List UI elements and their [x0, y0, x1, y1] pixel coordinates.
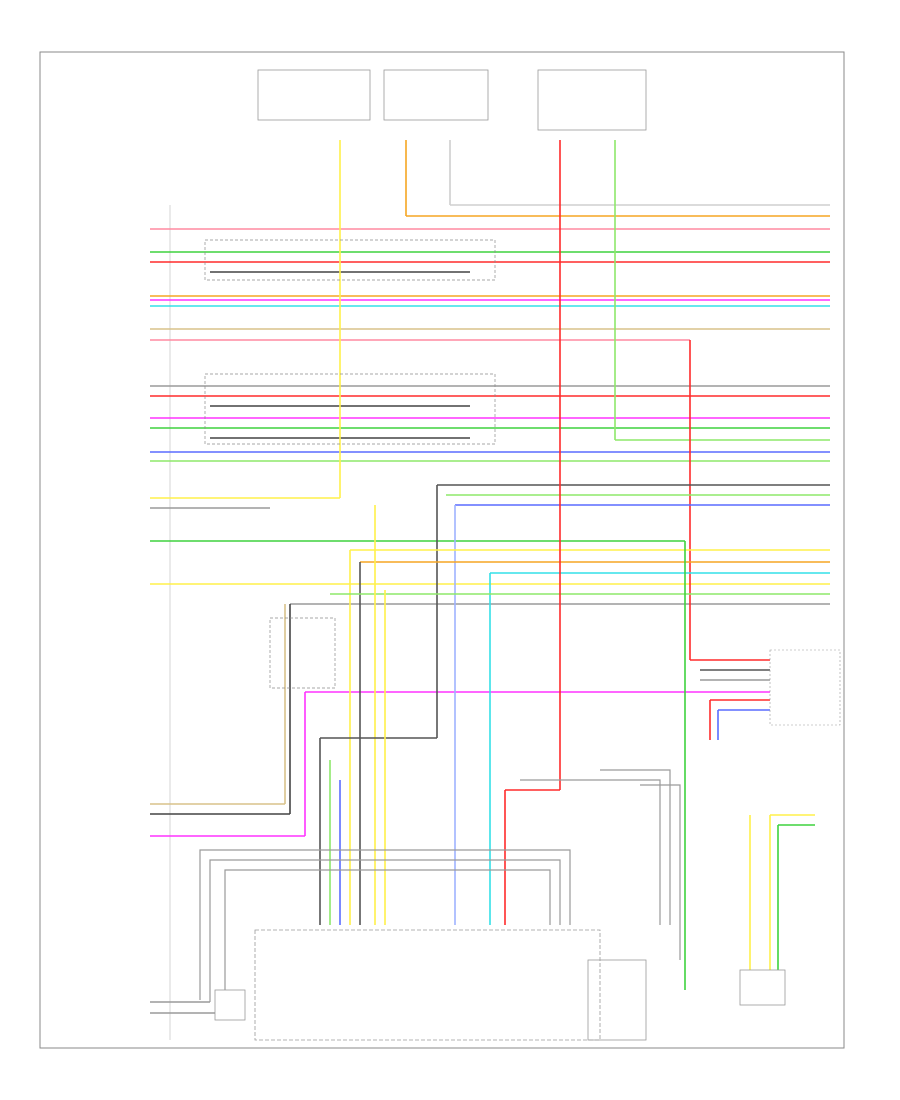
right-wires: [330, 140, 830, 990]
fuse-block-top: [257, 69, 647, 131]
main-module: [254, 929, 601, 1041]
right-connector: [769, 649, 841, 726]
fuse-box-1: [257, 69, 371, 121]
bottom-right-component: [739, 969, 786, 1006]
fuse-box-2: [383, 69, 489, 121]
bottom-harness: [199, 769, 681, 1002]
sub-module: [587, 959, 647, 1041]
vertical-wires: [284, 140, 779, 970]
fuse-box-3: [537, 69, 647, 131]
diagram-frame: [39, 51, 845, 1049]
shield-groups: [204, 239, 496, 689]
ground-component: [214, 989, 246, 1021]
